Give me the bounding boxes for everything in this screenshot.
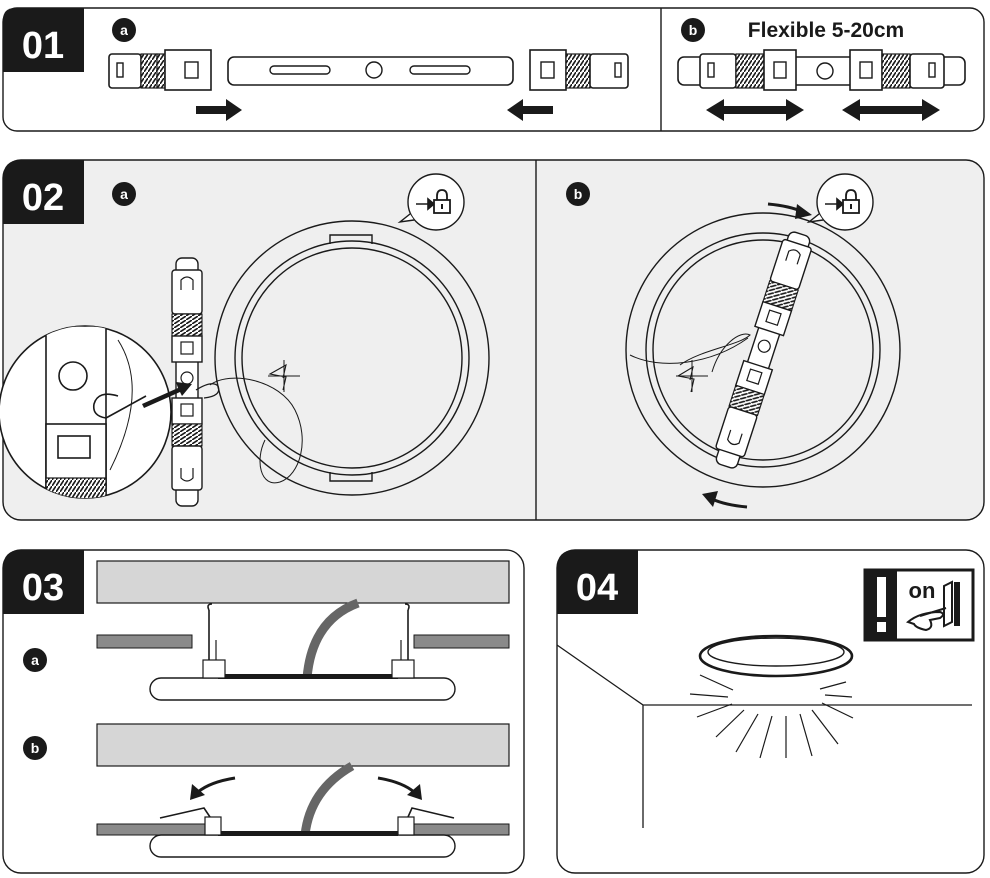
spring-clip-icon: [159, 807, 222, 836]
double-arrow-icon: [706, 99, 804, 121]
step-number: 02: [22, 177, 64, 219]
switch-on-label: on: [909, 578, 936, 603]
light-rays: [689, 674, 854, 759]
ceiling-tile: [96, 823, 206, 836]
step-number: 04: [576, 567, 618, 609]
rotate-arrow-icon: [767, 202, 812, 219]
flexible-length-note: Flexible 5-20cm: [748, 19, 904, 42]
vertical-bracket: [715, 231, 812, 469]
ceiling-ring: [209, 220, 490, 496]
sub-step-label: a: [31, 652, 39, 668]
step-04-panel: 04 on: [556, 549, 985, 874]
mounting-bar: [227, 56, 514, 86]
mounting-bar: [218, 674, 398, 679]
power-cable: [300, 762, 355, 836]
step-number-badge: [3, 160, 84, 224]
step-number-badge: [3, 550, 84, 614]
ceiling-tile: [412, 823, 510, 836]
warning-icon: [877, 577, 886, 617]
lamp-body: [149, 677, 456, 701]
lock-icon: [433, 189, 451, 214]
spring-clip-icon: [108, 49, 212, 91]
sub-step-badge: [112, 18, 136, 42]
assembled-bracket: [677, 49, 966, 91]
rotate-arrow-icon: [190, 776, 236, 800]
step-number: 03: [22, 567, 64, 609]
vertical-bracket: [171, 257, 220, 507]
ceiling-tile: [413, 634, 510, 649]
ceiling-lamp: [698, 634, 854, 678]
step-number-badge: [557, 550, 638, 614]
sub-step-badge: [112, 182, 136, 206]
sub-step-label: b: [574, 186, 583, 202]
sub-step-badge: [566, 182, 590, 206]
lamp-body: [149, 834, 456, 858]
spring-clip-icon: [391, 603, 415, 679]
arrow-right-icon: [416, 197, 436, 211]
pointer-arrow-icon: [142, 382, 192, 408]
light-switch-icon: on: [863, 568, 975, 642]
arrow-right-icon: [196, 99, 242, 121]
sub-step-label: b: [689, 22, 698, 38]
sub-step-badge: [23, 648, 47, 672]
sub-step-label: b: [31, 740, 40, 756]
step-number: 01: [22, 25, 64, 67]
rotate-arrow-icon: [702, 491, 748, 509]
rotate-arrow-icon: [377, 776, 422, 800]
ceiling-slab: [96, 560, 510, 604]
spring-clip-icon: [202, 603, 226, 679]
ceiling-slab: [96, 723, 510, 767]
sub-step-badge: [23, 736, 47, 760]
spring-clip-icon: [397, 807, 455, 836]
arrow-right-icon: [825, 197, 845, 211]
arrow-left-icon: [507, 99, 553, 121]
power-cable: [302, 598, 360, 679]
sub-step-label: a: [120, 22, 128, 38]
detail-magnifier: [0, 325, 192, 499]
step-01-panel: 01 a: [2, 7, 985, 132]
lock-bubble: [806, 173, 874, 231]
spring-clip-icon: [529, 49, 629, 91]
step-number-badge: [3, 8, 84, 72]
step-02-panel: 02 a: [0, 159, 985, 521]
room-corner: [556, 644, 972, 828]
mounting-bar: [218, 831, 398, 836]
sub-step-label: a: [120, 186, 128, 202]
lock-icon: [842, 189, 860, 214]
lock-bubble: [397, 173, 465, 231]
ceiling-tile: [96, 634, 193, 649]
double-arrow-icon: [842, 99, 940, 121]
step-03-panel: 03 a b: [2, 549, 525, 874]
sub-step-badge: [681, 18, 705, 42]
